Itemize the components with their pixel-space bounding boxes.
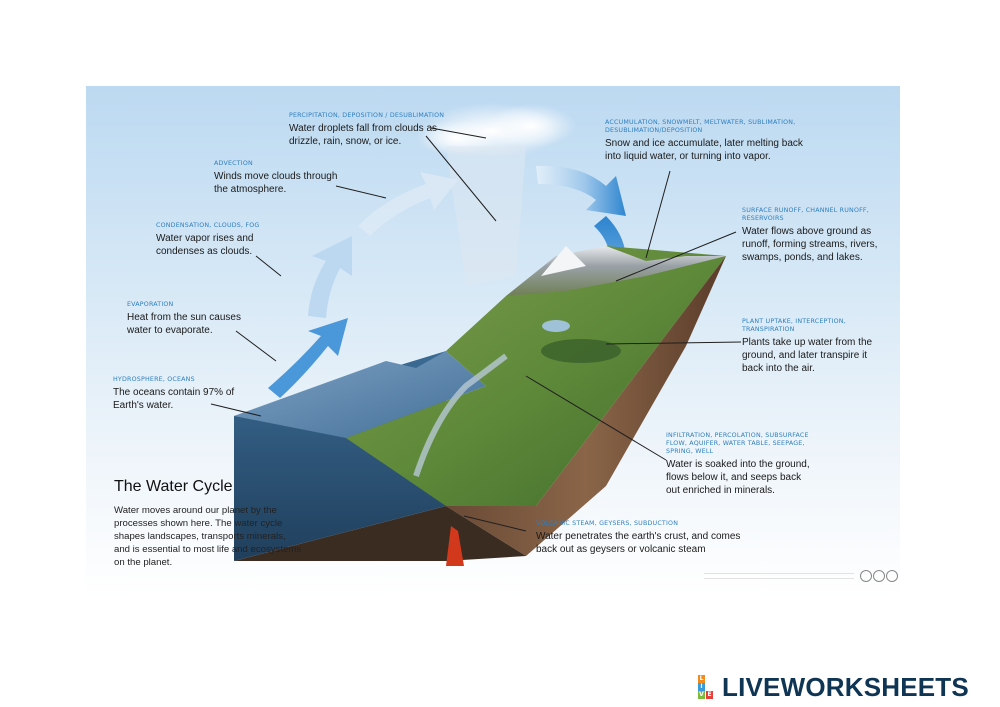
title-block: The Water Cycle Water moves around our p… bbox=[114, 478, 304, 569]
label-description: Water penetrates the earth's crust, and … bbox=[536, 531, 741, 555]
page-title: The Water Cycle bbox=[114, 478, 233, 495]
label-caption: VOLCANIC STEAM, GEYSERS, SUBDUCTION bbox=[536, 520, 679, 527]
label-description: Winds move clouds through the atmosphere… bbox=[214, 171, 338, 195]
label-description: Water is soaked into the ground, flows b… bbox=[666, 459, 810, 496]
label-caption: INFILTRATION, PERCOLATION, SUBSURFACE FL… bbox=[666, 432, 809, 455]
label-hydrosphere: HYDROSPHERE, OCEANS The oceans contain 9… bbox=[113, 376, 238, 412]
volcano-vent bbox=[446, 526, 464, 566]
logo-block-e: E bbox=[706, 691, 713, 699]
label-caption: ACCUMULATION, SNOWMELT, MELTWATER, SUBLI… bbox=[605, 119, 796, 134]
credit-line bbox=[704, 573, 854, 579]
label-caption: PERCIPITATION, DEPOSITION / DESUBLIMATIO… bbox=[289, 112, 445, 119]
label-condensation: CONDENSATION, CLOUDS, FOG Water vapor ri… bbox=[156, 222, 276, 258]
label-surface-runoff: SURFACE RUNOFF, CHANNEL RUNOFF, RESERVOI… bbox=[742, 207, 882, 264]
terrain-block bbox=[234, 246, 726, 566]
label-description: Heat from the sun causes water to evapor… bbox=[127, 312, 241, 336]
label-caption: SURFACE RUNOFF, CHANNEL RUNOFF, RESERVOI… bbox=[742, 207, 869, 222]
intro-text: Water moves around our planet by the pro… bbox=[114, 505, 302, 568]
label-description: Water flows above ground as runoff, form… bbox=[742, 226, 878, 263]
liveworksheets-blocks-icon: L I V E bbox=[698, 675, 720, 699]
label-caption: PLANT UPTAKE, INTERCEPTION, TRANSPIRATIO… bbox=[742, 318, 846, 333]
logo-block-v: V bbox=[698, 691, 705, 699]
label-advection: ADVECTION Winds move clouds through the … bbox=[214, 160, 354, 196]
water-cycle-illustration bbox=[210, 103, 742, 566]
label-volcanic: VOLCANIC STEAM, GEYSERS, SUBDUCTION Wate… bbox=[536, 520, 756, 556]
leader-lines bbox=[210, 127, 742, 532]
cloud-icon bbox=[416, 103, 576, 159]
creative-commons-icon bbox=[860, 570, 898, 582]
logo-block-i: I bbox=[698, 683, 705, 691]
label-description: The oceans contain 97% of Earth's water. bbox=[113, 387, 235, 411]
liveworksheets-wordmark: LIVEWORKSHEETS bbox=[722, 672, 969, 702]
forest bbox=[541, 339, 621, 363]
label-description: Plants take up water from the ground, an… bbox=[742, 337, 873, 374]
lake bbox=[542, 320, 570, 332]
label-plant-uptake: PLANT UPTAKE, INTERCEPTION, TRANSPIRATIO… bbox=[742, 318, 882, 375]
label-infiltration: INFILTRATION, PERCOLATION, SUBSURFACE FL… bbox=[666, 432, 816, 497]
rain-shaft bbox=[446, 146, 526, 286]
label-caption: EVAPORATION bbox=[127, 301, 174, 308]
water-cycle-poster bbox=[86, 86, 900, 596]
label-accumulation: ACCUMULATION, SNOWMELT, MELTWATER, SUBLI… bbox=[605, 119, 805, 163]
label-caption: ADVECTION bbox=[214, 160, 253, 167]
label-caption: HYDROSPHERE, OCEANS bbox=[113, 376, 195, 383]
label-description: Water vapor rises and condenses as cloud… bbox=[156, 233, 254, 257]
label-caption: CONDENSATION, CLOUDS, FOG bbox=[156, 222, 260, 229]
logo-block-l: L bbox=[698, 675, 705, 683]
label-description: Water droplets fall from clouds as drizz… bbox=[289, 123, 438, 147]
liveworksheets-logo: L I V E LIVEWORKSHEETS bbox=[698, 672, 998, 702]
label-evaporation: EVAPORATION Heat from the sun causes wat… bbox=[127, 301, 267, 337]
label-precipitation: PERCIPITATION, DEPOSITION / DESUBLIMATIO… bbox=[289, 112, 469, 148]
label-description: Snow and ice accumulate, later melting b… bbox=[605, 138, 803, 162]
